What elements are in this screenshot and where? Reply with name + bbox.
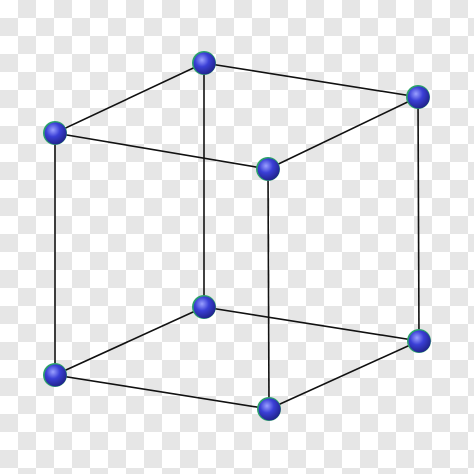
- edge-back-bottom-left-to-back-bottom-right: [203, 306, 420, 342]
- atom-front-top-right: [256, 157, 280, 181]
- edge-back-top-right-to-front-top-right: [267, 96, 419, 170]
- edge-back-top-right-to-back-bottom-right: [417, 96, 420, 342]
- atom-sphere: [258, 398, 281, 421]
- atom-sphere: [193, 52, 216, 75]
- edge-front-bottom-left-to-front-bottom-right: [54, 374, 270, 410]
- edge-back-top-left-to-back-top-right: [203, 62, 419, 98]
- atom-sphere: [257, 158, 280, 181]
- cube-atoms: [43, 51, 431, 421]
- atom-back-top-left: [192, 51, 216, 75]
- atom-sphere: [44, 364, 67, 387]
- atom-front-bottom-left: [43, 363, 67, 387]
- atom-sphere: [44, 122, 67, 145]
- edge-front-top-left-to-front-top-right: [54, 132, 269, 170]
- atom-back-bottom-right: [407, 329, 431, 353]
- atom-sphere: [193, 296, 216, 319]
- cube-edges: [54, 62, 420, 410]
- edge-back-bottom-right-to-front-bottom-right: [268, 340, 420, 410]
- edge-front-top-right-to-front-bottom-right: [267, 168, 270, 410]
- edge-back-top-left-to-front-top-left: [54, 62, 205, 134]
- atom-front-bottom-right: [257, 397, 281, 421]
- atom-sphere: [408, 330, 431, 353]
- atom-back-bottom-left: [192, 295, 216, 319]
- atom-back-top-right: [406, 85, 430, 109]
- atom-front-top-left: [43, 121, 67, 145]
- edge-back-bottom-left-to-front-bottom-left: [54, 306, 205, 376]
- atom-sphere: [407, 86, 430, 109]
